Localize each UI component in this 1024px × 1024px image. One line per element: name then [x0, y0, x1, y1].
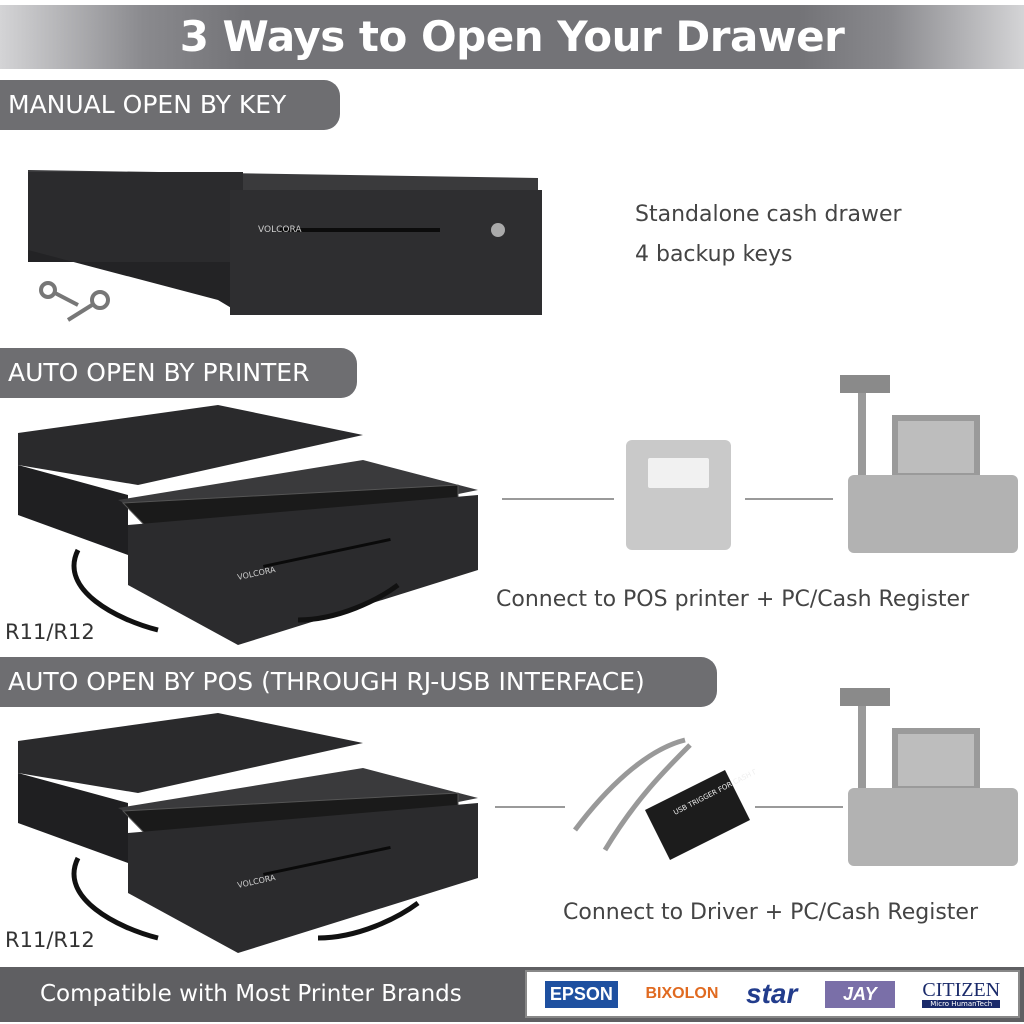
connector-line — [495, 806, 565, 808]
logo-epson: EPSON — [544, 980, 618, 1008]
rj-cable-icon — [71, 548, 400, 633]
section-label-pos: AUTO OPEN BY POS (THROUGH RJ-USB INTERFA… — [0, 657, 717, 707]
keys-icon — [39, 281, 110, 322]
pos-printer-image — [626, 440, 731, 550]
cash-register-image — [840, 375, 1020, 555]
brand-logos: EPSON BIXOLON star JAY CITIZEN Micro Hum… — [525, 970, 1020, 1018]
feature-backup-keys: 4 backup keys — [635, 242, 793, 267]
logo-star: star — [746, 978, 798, 1009]
logo-jay: JAY — [825, 980, 895, 1008]
connector-line — [502, 498, 614, 500]
cable-label: R11/R12 — [5, 620, 95, 644]
page-title: 3 Ways to Open Your Drawer — [0, 5, 1024, 69]
open-cash-drawer-image: VOLCORA — [18, 713, 478, 953]
logo-bixolon: BIXOLON — [645, 985, 719, 1002]
logo-citizen: CITIZEN Micro HumanTech — [922, 979, 1001, 1008]
open-cash-drawer-image: VOLCORA — [18, 405, 478, 645]
cash-register-image — [840, 688, 1020, 868]
feature-standalone: Standalone cash drawer — [635, 202, 902, 227]
section-label-printer: AUTO OPEN BY PRINTER — [0, 348, 357, 398]
pos-caption: Connect to Driver + PC/Cash Register — [563, 900, 979, 925]
usb-trigger-image: USB TRIGGER FOR CASH DRAWER — [573, 737, 755, 860]
printer-caption: Connect to POS printer + PC/Cash Registe… — [496, 587, 970, 612]
rj-cable-icon — [71, 856, 420, 941]
connector-line — [755, 806, 843, 808]
cable-label: R11/R12 — [5, 928, 95, 952]
drawer-brand: VOLCORA — [258, 225, 302, 235]
section-label-manual: MANUAL OPEN BY KEY — [0, 80, 340, 130]
footer-text: Compatible with Most Printer Brands — [40, 981, 462, 1007]
connector-line — [745, 498, 833, 500]
closed-cash-drawer-image: VOLCORA — [28, 170, 542, 322]
